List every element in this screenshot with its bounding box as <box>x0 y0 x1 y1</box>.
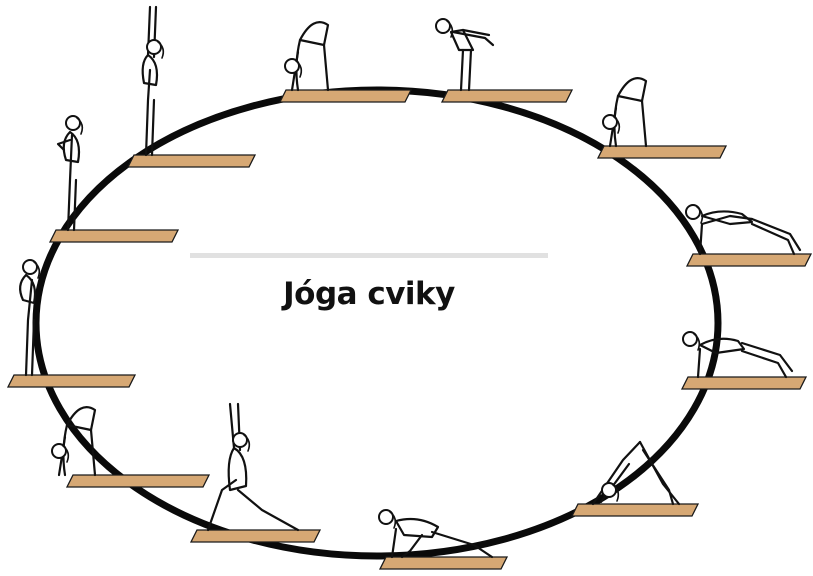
yoga-figure-half-lift-icon <box>435 18 495 92</box>
yoga-figure-forward-fold-icon <box>602 77 648 148</box>
yoga-figure-downward-dog-icon <box>591 440 681 506</box>
forward-fold <box>278 21 413 103</box>
yoga-mat <box>6 374 137 388</box>
forward-fold-2 <box>596 77 728 159</box>
mountain-pose <box>6 259 137 388</box>
yoga-mat <box>48 229 180 243</box>
yoga-figure-forward-fold-icon <box>284 21 330 92</box>
poses-layer <box>6 5 813 570</box>
yoga-mat <box>278 89 413 103</box>
yoga-figure-arms-up-icon <box>141 5 165 157</box>
yoga-mat <box>440 89 574 103</box>
yoga-mat <box>189 529 322 543</box>
yoga-figure-prayer-icon <box>56 115 84 232</box>
crescent-lunge <box>189 402 322 543</box>
yoga-figure-standing-icon <box>19 259 41 377</box>
yoga-figure-lunge-icon <box>378 509 494 559</box>
diagram-title: Jóga cviky <box>283 276 455 312</box>
title-rule <box>190 253 548 258</box>
upward-salute <box>126 5 257 168</box>
yoga-figure-crescent-lunge-icon <box>206 402 300 532</box>
yoga-mat <box>65 474 211 488</box>
downward-dog <box>570 440 700 517</box>
plank <box>685 204 813 267</box>
prayer-pose <box>48 115 180 243</box>
yoga-mat <box>680 376 808 390</box>
low-lunge <box>378 509 509 570</box>
yoga-mat <box>570 503 700 517</box>
yoga-mat <box>126 154 257 168</box>
yoga-figure-plank-icon <box>685 204 802 256</box>
yoga-figure-plank-icon <box>682 331 794 379</box>
yoga-mat <box>685 253 813 267</box>
yoga-mat <box>378 556 509 570</box>
yoga-mat <box>596 145 728 159</box>
knees-down-plank <box>680 331 808 390</box>
half-lift <box>435 18 574 103</box>
yoga-figure-forward-fold-icon <box>51 406 97 477</box>
forward-fold-3 <box>51 406 211 488</box>
